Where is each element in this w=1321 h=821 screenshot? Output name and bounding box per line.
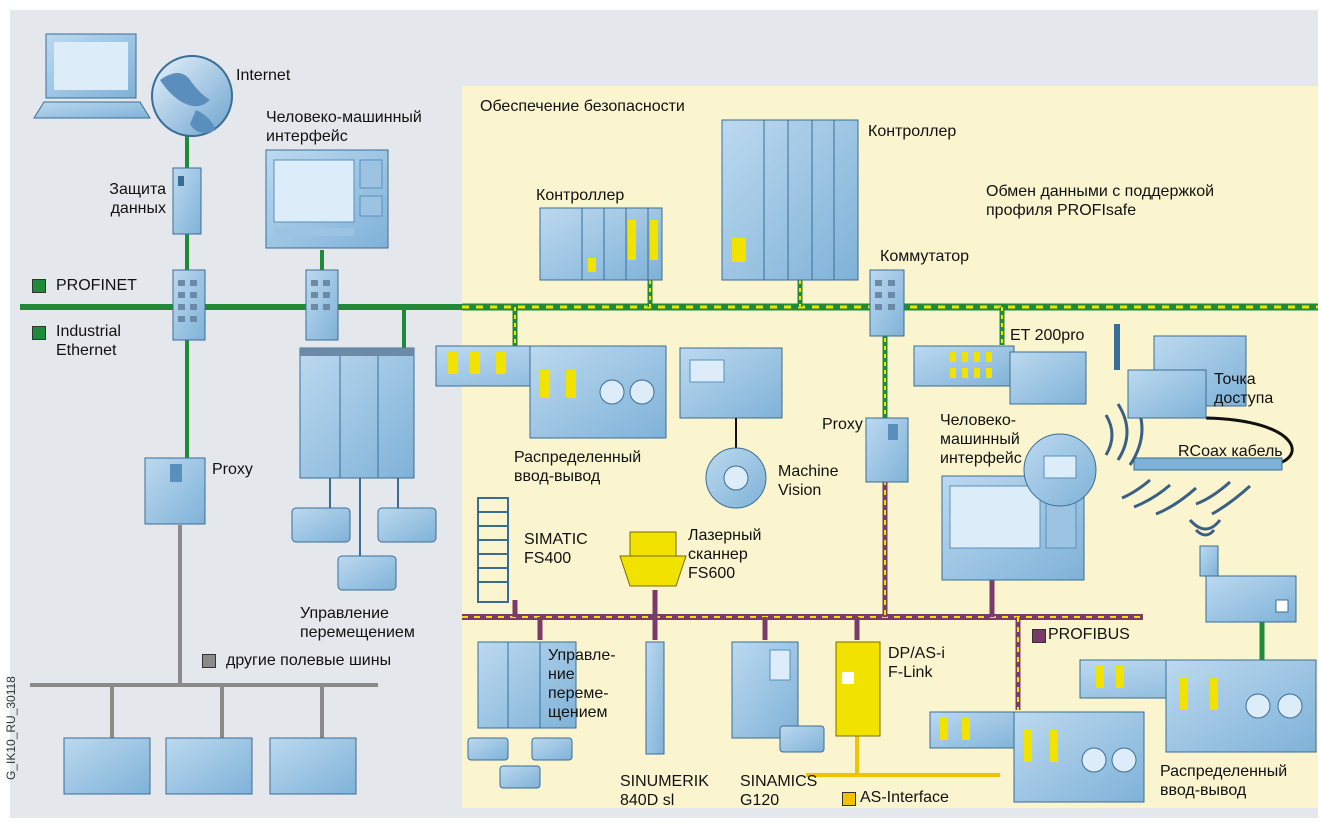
label-proxy-left: Proxy [212, 461, 253, 478]
legend-industrial-ethernet-swatch [32, 326, 46, 340]
label-sinamics: SINAMICS G120 [740, 773, 818, 809]
distributed-io-top [435, 345, 667, 439]
legend-profinet-swatch [32, 279, 46, 293]
pc-icon [33, 33, 151, 119]
legend-profibus-label: PROFIBUS [1048, 626, 1130, 643]
label-proxy-mid: Proxy [822, 416, 863, 433]
label-data-protection: Защита данных [109, 181, 166, 217]
label-switch: Коммутатор [880, 248, 970, 265]
globe-icon [151, 55, 233, 137]
label-distributed-io-top: Распределенный ввод-вывод [514, 449, 642, 485]
drive-system-left [299, 347, 415, 479]
logic-module [679, 347, 783, 419]
switch-hmi [305, 269, 339, 341]
camera-icon [705, 418, 767, 509]
switch-left [172, 269, 206, 341]
label-et200pro: ET 200pro [1010, 327, 1085, 344]
label-hmi-top: Человеко-машинный интерфейс [266, 109, 422, 145]
label-controller-small: Контроллер [536, 187, 625, 204]
legend-industrial-ethernet-label: Industrial Ethernet [56, 323, 121, 359]
legend-profibus-swatch [1032, 629, 1046, 643]
rcoax-bar [1133, 457, 1283, 471]
legend-profinet-label: PROFINET [56, 277, 137, 294]
label-distributed-io-bottom: Распределенный ввод-вывод [1160, 763, 1288, 799]
label-simatic-fs400: SIMATIC FS400 [524, 531, 588, 567]
label-sinumerik: SINUMERIK 840D sl [620, 773, 709, 809]
controller-small [539, 207, 663, 281]
sinamics [731, 641, 825, 753]
switch-mid [869, 269, 905, 337]
label-machine-vision: Machine Vision [778, 463, 839, 499]
legend-other-fieldbus-swatch [202, 654, 216, 668]
label-internet: Internet [236, 67, 291, 84]
sinumerik [645, 641, 665, 755]
drive-system-bottom [467, 641, 577, 789]
controller-large [721, 119, 859, 281]
label-access-point: Точка доступа [1214, 371, 1274, 407]
label-hmi-mid: Человеко- машинный интерфейс [940, 412, 1022, 467]
label-profisafe: Обмен данными с поддержкой профиля PROFI… [986, 183, 1215, 219]
security-module [172, 167, 202, 235]
light-curtain [477, 497, 509, 603]
label-motion-left: Управление перемещением [300, 605, 415, 641]
legend-other-fieldbus-label: другие полевые шины [226, 652, 392, 669]
dp-as-i-f-link [835, 641, 881, 737]
legend-as-interface-swatch [842, 792, 856, 806]
wireless-client [1199, 545, 1297, 623]
label-motion-bottom: Управле- ние переме- щением [548, 647, 616, 721]
safety-zone-title: Обеспечение безопасности [480, 98, 685, 115]
profibus-line [462, 480, 1143, 710]
proxy-mid [865, 417, 909, 483]
motors-left [291, 507, 437, 591]
mobile-hmi [1023, 433, 1097, 507]
label-laser-scanner: Лазерный сканнер FS600 [688, 527, 762, 582]
field-devices [63, 737, 357, 795]
hmi-panel-top [265, 149, 389, 249]
other-fieldbus-line [30, 525, 378, 738]
label-controller-large: Контроллер [868, 123, 957, 140]
label-dp-as-i: DP/AS-i F-Link [888, 645, 945, 681]
et200pro [913, 345, 1087, 405]
distributed-io-bottom [929, 659, 1317, 803]
access-point [1114, 324, 1247, 419]
as-interface-line [806, 735, 1000, 777]
proxy-left [144, 457, 206, 525]
label-rcoax: RCoax кабель [1178, 443, 1283, 460]
figure-id: G_IK10_RU_30118 [4, 676, 18, 780]
laser-scanner [619, 531, 687, 587]
legend-as-interface-label: AS-Interface [860, 789, 949, 806]
